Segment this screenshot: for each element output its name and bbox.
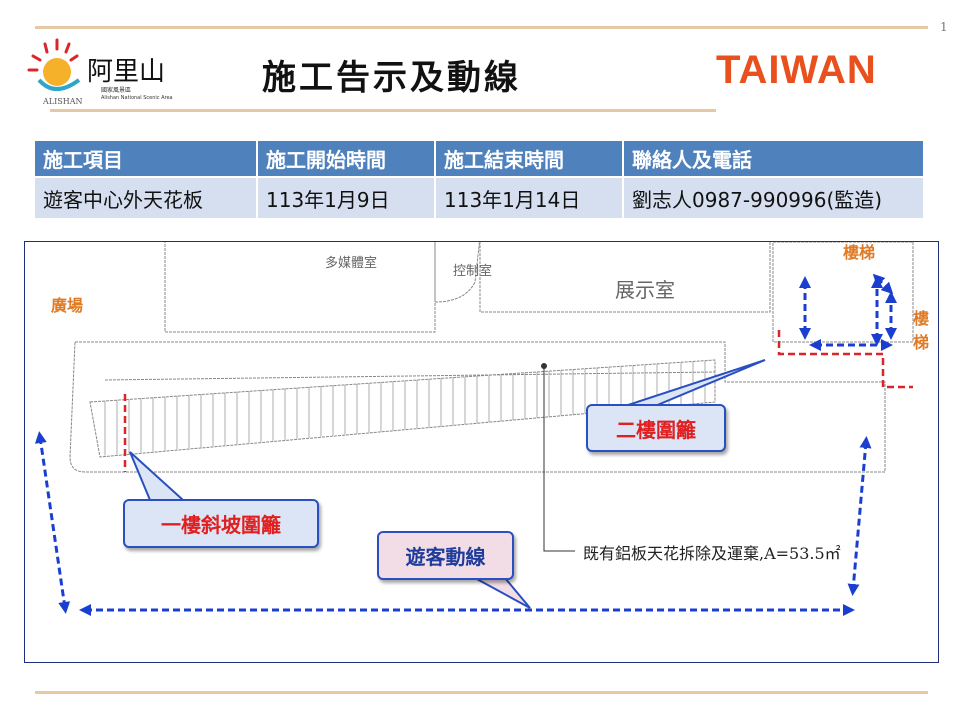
column-header: 聯絡人及電話 bbox=[623, 141, 925, 177]
svg-text:國家風景區: 國家風景區 bbox=[101, 86, 131, 94]
second-floor-fence-callout: 二樓圍籬 bbox=[586, 404, 726, 452]
svg-text:ALISHAN: ALISHAN bbox=[42, 97, 82, 106]
room-label-multimedia: 多媒體室 bbox=[325, 256, 378, 271]
table-cell: 113年1月14日 bbox=[435, 176, 624, 218]
page-title: 施工告示及動線 bbox=[262, 58, 521, 98]
bottom-divider bbox=[35, 691, 928, 694]
alishan-logo: ALISHAN 阿里山 國家風景區 Alishan National Sceni… bbox=[27, 38, 173, 106]
table-row: 遊客中心外天花板 113年1月9日 113年1月14日 劉志人0987-9909… bbox=[35, 176, 925, 218]
column-header: 施工開始時間 bbox=[257, 141, 436, 177]
floor-plan: 多媒體室 控制室 展示室 廣場 樓梯 樓梯 一樓斜坡圍籬 二樓圍籬 遊客動線 既… bbox=[24, 241, 939, 663]
table-cell: 遊客中心外天花板 bbox=[35, 176, 258, 218]
route-callout-pointer bbox=[474, 577, 531, 609]
table-cell: 劉志人0987-990996(監造) bbox=[623, 176, 925, 218]
page-number: 1 bbox=[940, 20, 948, 34]
taiwan-logo: TAIWAN bbox=[716, 48, 877, 92]
room-label-control: 控制室 bbox=[453, 264, 493, 279]
title-underline bbox=[50, 109, 716, 112]
ramp-fence-callout: 一樓斜坡圍籬 bbox=[123, 499, 319, 548]
top-divider bbox=[35, 26, 928, 29]
table-cell: 113年1月9日 bbox=[257, 176, 436, 218]
column-header: 施工結束時間 bbox=[435, 141, 624, 177]
demolition-caption: 既有鋁板天花拆除及運棄,A=53.5㎡ bbox=[583, 544, 841, 563]
second-floor-callout-pointer bbox=[624, 359, 766, 407]
room-label-exhibit: 展示室 bbox=[615, 278, 675, 302]
svg-text:Alishan National Scenic Area: Alishan National Scenic Area bbox=[101, 95, 173, 101]
table-header-row: 施工項目 施工開始時間 施工結束時間 聯絡人及電話 bbox=[35, 141, 925, 177]
caption-leader bbox=[543, 366, 575, 552]
column-header: 施工項目 bbox=[35, 141, 258, 177]
visitor-route-callout: 遊客動線 bbox=[377, 531, 514, 580]
visitor-route-lines bbox=[34, 273, 897, 616]
ramp-outline bbox=[89, 359, 716, 458]
plaza-label: 廣場 bbox=[51, 296, 84, 315]
second-floor-fence-line bbox=[777, 330, 913, 389]
ramp-callout-pointer bbox=[129, 451, 186, 501]
fence-lines bbox=[123, 330, 913, 472]
stairs-label-top: 樓梯 bbox=[843, 243, 876, 262]
svg-text:阿里山: 阿里山 bbox=[87, 57, 165, 87]
construction-table: 施工項目 施工開始時間 施工結束時間 聯絡人及電話 遊客中心外天花板 113年1… bbox=[35, 141, 925, 218]
building-outline bbox=[164, 242, 436, 333]
stairs-label-right: 樓梯 bbox=[913, 309, 930, 352]
